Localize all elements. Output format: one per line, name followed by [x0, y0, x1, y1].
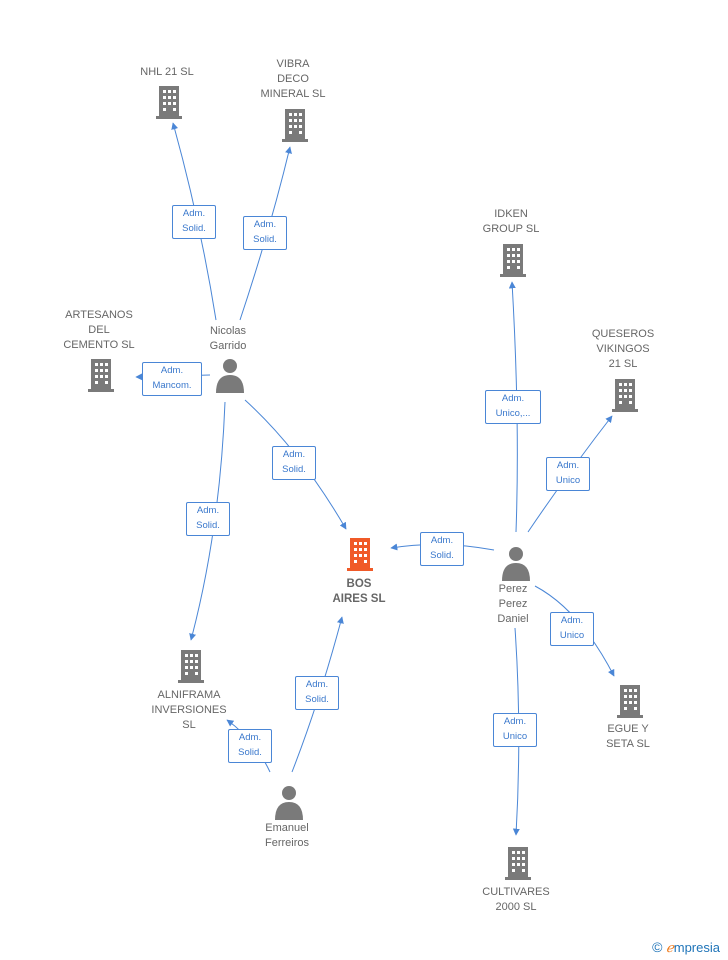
node-label-queseros[interactable]: QUESEROS VIKINGOS 21 SL [591, 328, 655, 370]
edge-label-nicolas-alniframa: Adm. Solid. [186, 502, 230, 536]
node-label-emanuel[interactable]: Emanuel Ferreiros [264, 822, 309, 849]
node-label-artesanos[interactable]: ARTESANOS DEL CEMENTO SL [63, 309, 135, 351]
building-icon [156, 86, 182, 119]
node-label-perez[interactable]: Perez Perez Daniel [497, 583, 529, 625]
node-label-nicolas[interactable]: Nicolas Garrido [209, 325, 247, 352]
brand-name: mpresia [673, 940, 720, 955]
person-icon [275, 786, 303, 820]
edge-label-emanuel-bosaires: Adm. Solid. [295, 676, 339, 710]
person-icon [216, 359, 244, 393]
node-label-cultivares[interactable]: CULTIVARES 2000 SL [482, 886, 550, 913]
brand-e: ℯ [666, 941, 674, 956]
person-icon [502, 547, 530, 581]
building-icon [617, 685, 643, 718]
empresia-logo[interactable]: © ℯmpresia [652, 939, 720, 956]
edge-label-perez-cultivares: Adm. Unico [493, 713, 537, 747]
building-icon [505, 847, 531, 880]
edge-label-perez-egue: Adm. Unico [550, 612, 594, 646]
building-icon [500, 244, 526, 277]
edge-label-nicolas-vibra: Adm. Solid. [243, 216, 287, 250]
node-label-vibra[interactable]: VIBRA DECO MINERAL SL [260, 58, 326, 100]
building-icon [88, 359, 114, 392]
edge-label-nicolas-nhl21: Adm. Solid. [172, 205, 216, 239]
node-label-egue[interactable]: EGUE Y SETA SL [606, 723, 650, 750]
node-label-alniframa[interactable]: ALNIFRAMA INVERSIONES SL [151, 689, 227, 731]
edge-label-perez-queseros: Adm. Unico [546, 457, 590, 491]
edge-label-perez-bosaires: Adm. Solid. [420, 532, 464, 566]
edge-label-perez-idken: Adm. Unico,... [485, 390, 541, 424]
building-icon [282, 109, 308, 142]
edge-label-nicolas-artesanos: Adm. Mancom. [142, 362, 202, 396]
copyright-symbol: © [652, 939, 663, 955]
node-label-nhl21[interactable]: NHL 21 SL [140, 66, 194, 78]
edge-label-nicolas-bosaires: Adm. Solid. [272, 446, 316, 480]
main-building-icon [347, 538, 373, 571]
node-label-bosaires[interactable]: BOS AIRES SL [332, 578, 386, 605]
edge-label-emanuel-alniframa: Adm. Solid. [228, 729, 272, 763]
building-icon [178, 650, 204, 683]
building-icon [612, 379, 638, 412]
node-label-idken[interactable]: IDKEN GROUP SL [482, 208, 540, 235]
